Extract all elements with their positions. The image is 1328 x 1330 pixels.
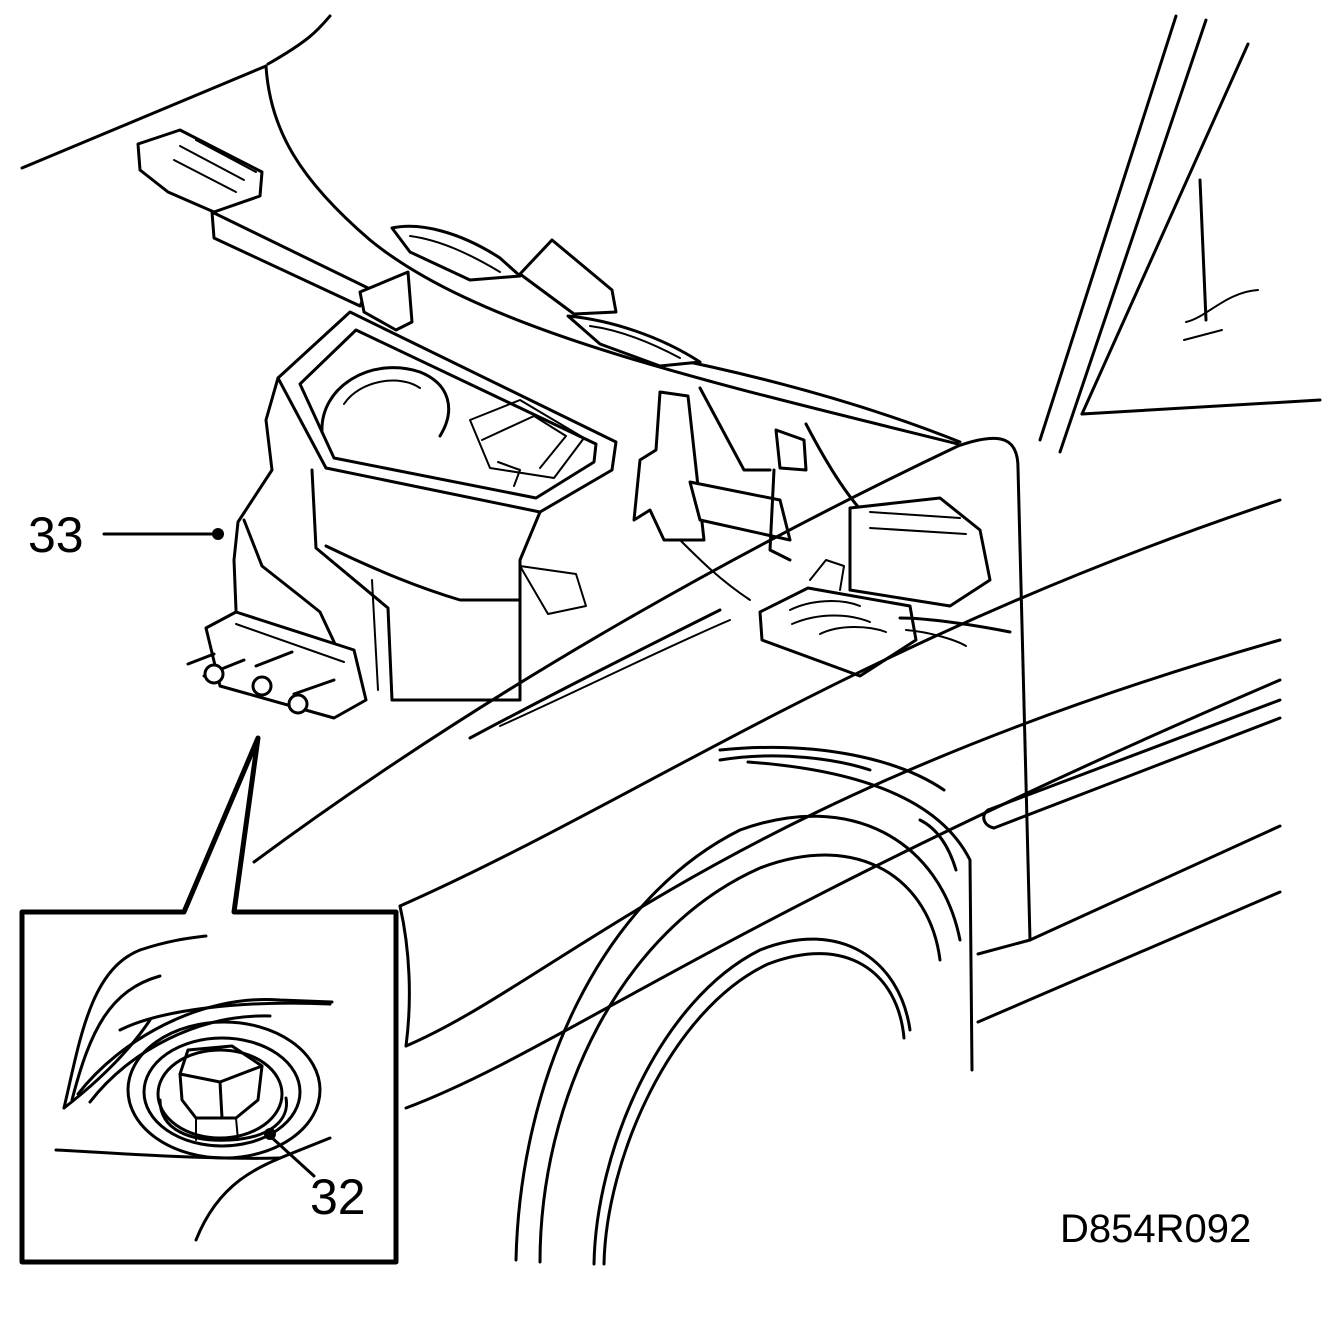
callout-33-label: 33 xyxy=(28,507,84,563)
callout-32-label: 32 xyxy=(310,1169,366,1225)
wiper-arm xyxy=(136,128,414,332)
callout-32-leader xyxy=(268,1134,316,1178)
bulkhead-brackets xyxy=(632,386,872,601)
inset-frame xyxy=(19,735,399,1265)
callout-32-dot xyxy=(264,1128,276,1140)
wheel-arch xyxy=(514,760,974,1266)
bolt-fastener xyxy=(126,1020,322,1160)
windscreen-pillar xyxy=(1038,14,1322,454)
detail-inset: 32 xyxy=(19,735,399,1265)
drawing-code: D854R092 xyxy=(1060,1207,1251,1251)
right-component xyxy=(758,496,1012,678)
callout-33: 33 xyxy=(28,507,224,563)
hose-connectors xyxy=(186,610,368,720)
front-wing xyxy=(252,436,1282,1110)
blower-housing xyxy=(232,310,618,702)
cowl-panel xyxy=(390,224,702,368)
bonnet xyxy=(20,14,962,446)
callout-33-dot xyxy=(212,528,224,540)
